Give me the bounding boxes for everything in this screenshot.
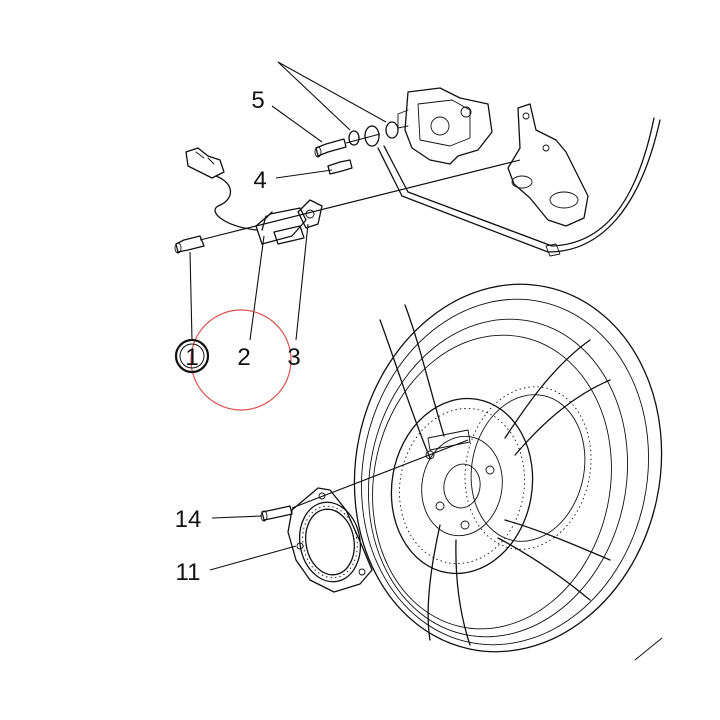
leader-5	[271, 105, 323, 143]
cut-line	[634, 637, 663, 661]
spoke-lower-right-b	[497, 537, 591, 601]
speed-sensor-connector	[185, 147, 257, 231]
bolt-5-head	[314, 146, 322, 158]
cable-clamp	[545, 243, 561, 257]
tone-ring-teeth	[302, 505, 358, 579]
bracket-pin	[522, 112, 530, 120]
leader-top-b	[277, 61, 387, 123]
brake-caliper	[397, 87, 493, 165]
callout-1-ring-inner	[179, 343, 205, 369]
bracket-hole	[549, 191, 579, 209]
washer-b	[364, 125, 380, 147]
caliper-bleed	[460, 106, 472, 118]
rim-bead	[372, 334, 612, 630]
part-5-bolt	[314, 138, 347, 158]
bracket-pin	[542, 144, 550, 152]
sensor-wire	[214, 175, 257, 231]
callout-5: 5	[251, 87, 264, 114]
rim-well	[368, 318, 628, 638]
callout-1-ring	[174, 338, 210, 374]
tone-ring	[287, 487, 373, 593]
rim-outer	[353, 283, 663, 653]
bracket-plate	[507, 103, 589, 227]
part-14-screw	[260, 505, 293, 522]
hub-flange	[421, 435, 503, 537]
leader-2	[249, 235, 265, 341]
tone-ring-hole	[296, 542, 304, 550]
caliper-face	[417, 99, 471, 147]
leader-11	[209, 545, 297, 571]
part-1-screw	[174, 235, 205, 254]
leader-1	[189, 251, 193, 341]
callout-2: 2	[237, 344, 250, 371]
caliper-body	[404, 87, 493, 165]
screw-14	[261, 505, 293, 521]
caliper-piston	[430, 116, 450, 136]
part-3-spacer	[297, 199, 323, 229]
spoke-lower-left-b	[455, 539, 471, 646]
part-4-bolt	[327, 159, 353, 175]
assembly-line-sensor	[199, 159, 521, 241]
speed-sensor	[255, 207, 307, 245]
sensor-cable	[377, 119, 661, 253]
callout-1: 1	[185, 344, 198, 371]
washer-c	[385, 121, 399, 139]
callout-14: 14	[175, 506, 202, 533]
connector-ribs	[195, 151, 215, 165]
rear-wheel	[353, 283, 663, 661]
bolt-5	[315, 138, 347, 157]
sensor-edge	[261, 211, 273, 231]
spoke-upper-right	[504, 339, 591, 439]
sensor-probe	[273, 225, 305, 245]
callout-4: 4	[253, 167, 266, 194]
brake-disc	[390, 397, 534, 575]
tone-ring-inner	[305, 508, 355, 576]
leader-14	[211, 515, 263, 519]
spoke-lower-right	[504, 519, 611, 561]
disc-bolt	[435, 501, 445, 511]
sprocket	[464, 386, 592, 550]
tone-ring-hole	[358, 568, 366, 576]
spacer-hole	[305, 209, 315, 219]
axle-sleeve	[427, 429, 471, 451]
spoke-upper-left	[379, 319, 431, 459]
caliper-ear	[397, 109, 409, 129]
assembly-line-5	[345, 133, 381, 144]
hub-center	[443, 463, 481, 509]
leader-3	[295, 223, 309, 341]
disc-bolt	[485, 465, 495, 475]
spoke-upper-left-b	[404, 304, 445, 437]
sensor-cable-edge	[383, 117, 655, 247]
spoke-upper-right-b	[514, 379, 611, 456]
spacer-plate	[297, 199, 323, 229]
assembly-line-tone-ring	[291, 439, 469, 509]
tone-ring-outer	[299, 501, 361, 583]
connector-plug	[185, 147, 225, 179]
leader-top-a	[277, 61, 351, 131]
screw-1-head	[174, 242, 182, 254]
callout-3: 3	[287, 344, 300, 371]
disc-bolt	[425, 450, 435, 460]
caliper-bracket	[507, 103, 589, 227]
screw-1	[175, 235, 205, 253]
spoke-lower-left	[427, 524, 441, 641]
washers	[348, 121, 399, 147]
tone-ring-carrier	[287, 487, 373, 593]
highlight-circle	[190, 309, 292, 411]
tone-ring-hole	[318, 492, 326, 500]
washer-a	[348, 130, 360, 146]
bracket-hole	[511, 175, 533, 189]
leader-4	[275, 169, 333, 179]
sprocket-inner	[470, 394, 586, 542]
disc-bolt	[460, 520, 470, 530]
callout-11: 11	[176, 559, 201, 586]
bolt-4	[327, 159, 353, 175]
